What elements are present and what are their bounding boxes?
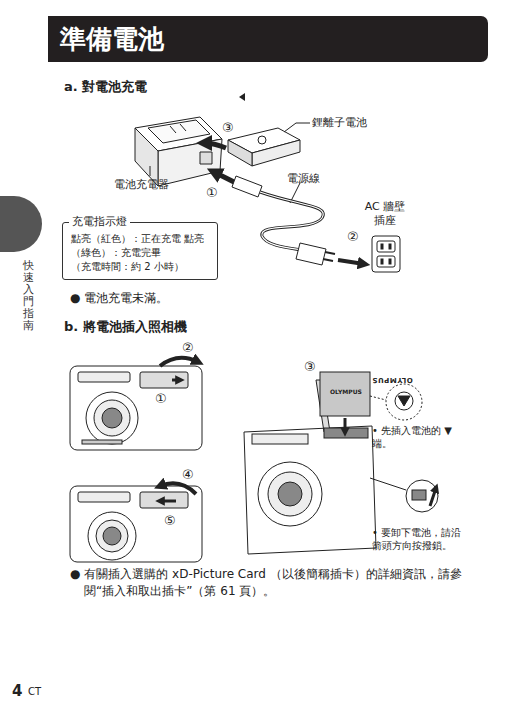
- indicator-box: 充電指示燈點亮（紅色）：正在充電 點亮（綠色）：充電完畢 （充電時間：約 2 小…: [62, 222, 218, 280]
- part-label: AC 牆壁 插座: [354, 200, 416, 228]
- title-band: 準備電池: [48, 16, 488, 62]
- leader: [150, 166, 151, 176]
- orientation-mark: [239, 93, 245, 101]
- callout-number: ①: [155, 392, 167, 406]
- page-number: 4: [12, 682, 22, 700]
- brand-label: OLYMPUS: [372, 376, 413, 384]
- battery: [228, 128, 300, 166]
- side-tab-text: 快速入門指南: [23, 260, 34, 333]
- side-tab: [0, 196, 42, 252]
- part-label: 電池充電器: [114, 178, 169, 192]
- section-heading: b. 將電池插入照相機: [64, 318, 187, 336]
- camera: [70, 358, 202, 450]
- node-text: 點亮（紅色）：正在充電 點亮（綠色）：充電完畢 （充電時間：約 2 小時）: [71, 232, 209, 274]
- callout-number: ④: [182, 468, 194, 482]
- note: ● 電池充電未滿。: [70, 290, 168, 307]
- callout-number: ⑤: [164, 514, 176, 528]
- part-label: 鋰離子電池: [312, 116, 367, 130]
- power-cord: [214, 172, 364, 265]
- wall-outlet: [372, 236, 400, 272]
- note: ● 有關插入選購的 xD-Picture Card （以後簡稱插卡）的詳細資訊，…: [70, 566, 484, 600]
- page-title: 準備電池: [48, 16, 488, 62]
- callout-number: ②: [347, 230, 359, 244]
- node-text: 充電指示燈: [69, 215, 130, 229]
- camera: [70, 483, 202, 562]
- callout-number: ③: [222, 121, 234, 135]
- section-heading: a. 對電池充電: [64, 78, 147, 96]
- charger: [135, 117, 222, 186]
- brand-label: OLYMPUS: [330, 388, 362, 395]
- callout-number: ③: [304, 360, 316, 374]
- page-code: CT: [28, 686, 41, 697]
- camera: [244, 372, 438, 554]
- callout-number: ①: [206, 186, 218, 200]
- leader: [284, 123, 310, 132]
- callout-number: ②: [182, 341, 194, 355]
- note: • 要卸下電池，請沿 箭頭方向按撥鎖。: [372, 526, 472, 552]
- insert-arrow: [204, 143, 226, 148]
- part-label: 電源線: [287, 172, 320, 186]
- note: • 先插入電池的 ▼ 端。: [372, 424, 460, 450]
